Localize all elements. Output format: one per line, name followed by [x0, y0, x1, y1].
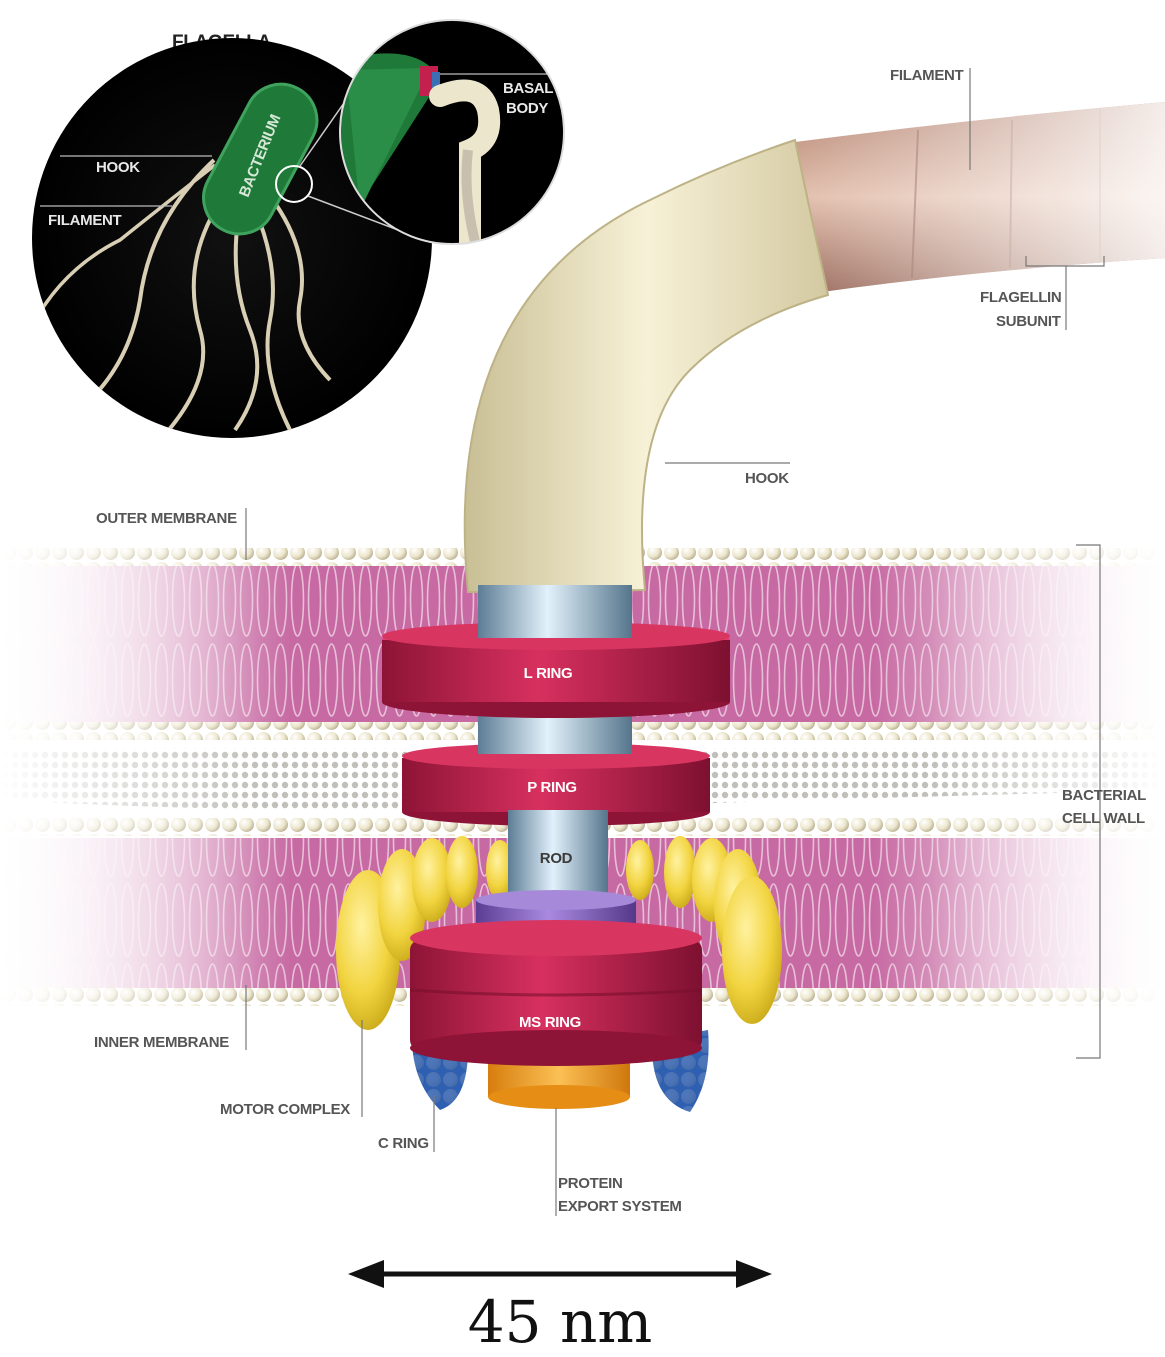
basal-body-label-line2: BODY	[506, 100, 548, 117]
ms-ring	[410, 920, 702, 1066]
flagellin-label-line2: SUBUNIT	[996, 313, 1061, 330]
filament	[795, 102, 1165, 292]
scale-bar: 45 nm	[348, 1260, 772, 1356]
scale-bar-label: 45 nm	[468, 1288, 653, 1356]
ms-ring-label: MS RING	[519, 1014, 581, 1031]
cell-wall-label-line1: BACTERIAL	[1062, 787, 1146, 804]
basal-body-label-line1: BASAL	[503, 80, 553, 97]
filament-label: FILAMENT	[890, 67, 964, 84]
outer-membrane-label: OUTER MEMBRANE	[96, 510, 237, 527]
c-ring-label: C RING	[378, 1135, 429, 1152]
hook-label: HOOK	[745, 470, 789, 487]
l-ring-label: L RING	[524, 665, 573, 682]
inset-hook-label: HOOK	[96, 159, 140, 176]
p-ring-label: P RING	[527, 779, 577, 796]
inner-membrane-label: INNER MEMBRANE	[94, 1034, 229, 1051]
protein-export-label-line1: PROTEIN	[558, 1175, 623, 1192]
inset-filament-label: FILAMENT	[48, 212, 122, 229]
protein-export-label-line2: EXPORT SYSTEM	[558, 1198, 682, 1215]
rod-label: ROD	[540, 850, 573, 867]
flagellin-label-line1: FLAGELLIN	[980, 289, 1061, 306]
cell-wall-label-line2: CELL WALL	[1062, 810, 1145, 827]
motor-complex-label: MOTOR COMPLEX	[220, 1101, 350, 1118]
